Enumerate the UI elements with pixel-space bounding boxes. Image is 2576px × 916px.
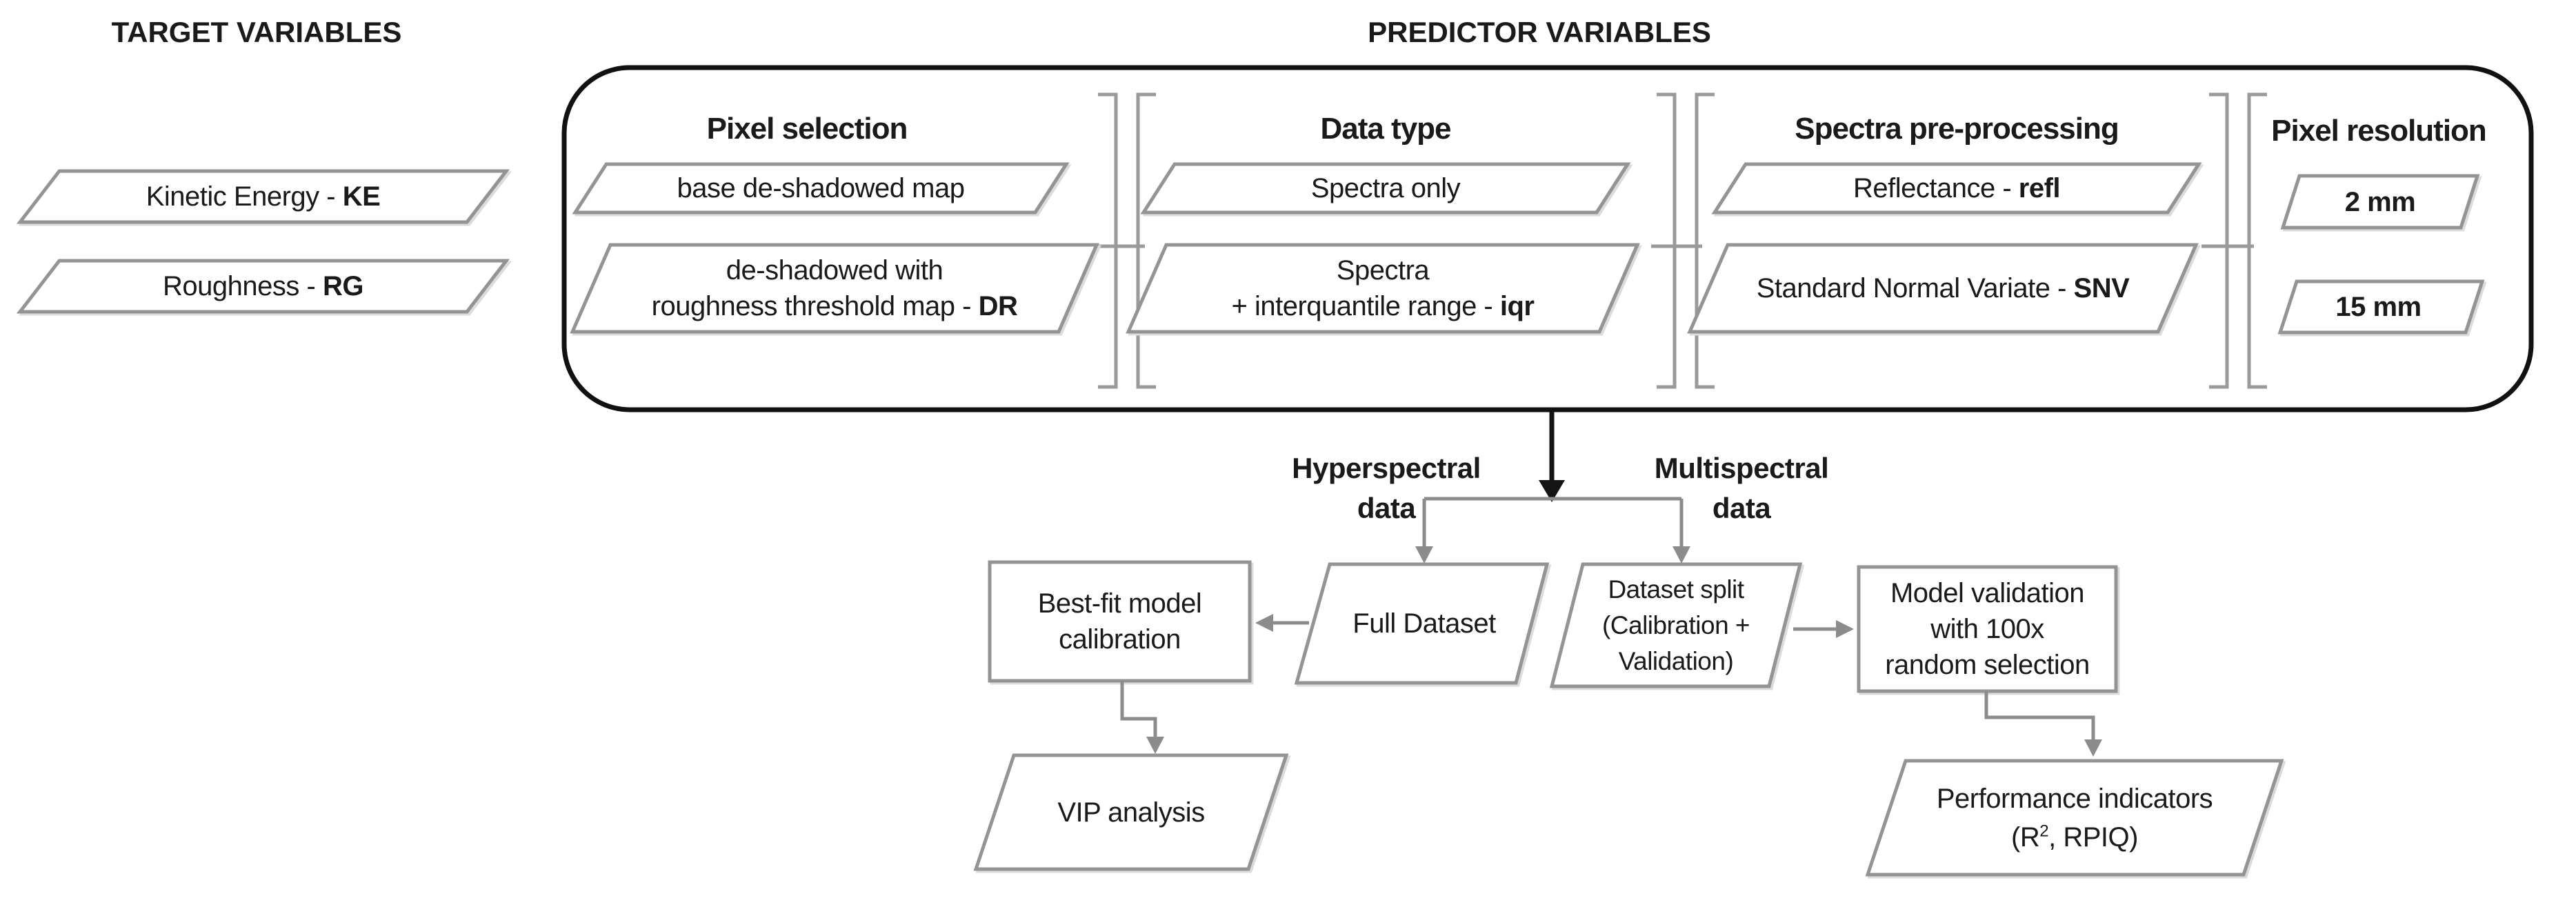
best-fit-model-label: Best-fit model calibration bbox=[1037, 588, 1202, 655]
bestfit-to-vip-elbow bbox=[1120, 681, 1157, 738]
full-dataset-node bbox=[1294, 562, 1550, 685]
bracket-open-preprocessing bbox=[1695, 92, 1715, 389]
performance-indicators-label: Performance indicators (R2, RPIQ) bbox=[1936, 783, 2213, 853]
split-to-validation-arrowhead bbox=[1836, 620, 1854, 638]
split-right-arrowhead bbox=[1673, 546, 1690, 564]
deshadowed-roughness-threshold-node bbox=[570, 243, 1099, 334]
spectra-preprocessing-heading: Spectra pre-processing bbox=[1795, 112, 2119, 146]
bracket-close-data-type bbox=[1657, 92, 1677, 389]
roughness-node bbox=[16, 259, 510, 314]
predictor-panel-outline bbox=[561, 65, 2534, 412]
snv-label: Standard Normal Variate - SNV bbox=[1756, 273, 2130, 303]
predictor-variables-header: PREDICTOR VARIABLES bbox=[1368, 16, 1711, 48]
validation-to-performance-arrowhead bbox=[2084, 739, 2102, 757]
snv-node bbox=[1687, 243, 2199, 334]
panel-output-arrowhead bbox=[1539, 480, 1565, 502]
full-dataset-label: Full Dataset bbox=[1352, 608, 1496, 639]
deshadowed-roughness-threshold-label: de-shadowed with roughness threshold map… bbox=[651, 255, 1018, 321]
data-type-heading: Data type bbox=[1320, 112, 1451, 146]
split-left-arrowhead bbox=[1415, 546, 1433, 564]
pixel-resolution-heading: Pixel resolution bbox=[2271, 114, 2487, 148]
target-variables-header: TARGET VARIABLES bbox=[111, 16, 402, 48]
spectra-only-node bbox=[1140, 162, 1631, 215]
vip-analysis-label: VIP analysis bbox=[1057, 797, 1205, 828]
multispectral-data-label: Multispectral data bbox=[1654, 451, 1829, 524]
spectra-only-label: Spectra only bbox=[1310, 173, 1461, 203]
split-connector bbox=[1422, 497, 1684, 548]
resolution-2mm-label: 2 mm bbox=[2344, 186, 2416, 217]
pixel-selection-heading: Pixel selection bbox=[706, 112, 908, 146]
model-validation-label: Model validation with 100x random select… bbox=[1885, 578, 2090, 680]
vip-analysis-node bbox=[973, 753, 1289, 871]
panel-output-arrow bbox=[1539, 412, 1565, 502]
full-dataset-to-bestfit-arrowhead bbox=[1255, 614, 1273, 632]
kinetic-energy-label: Kinetic Energy - KE bbox=[146, 181, 381, 212]
best-fit-model-node bbox=[988, 560, 1252, 683]
performance-indicators-node bbox=[1865, 759, 2284, 877]
kinetic-energy-node bbox=[16, 169, 510, 224]
reflectance-node bbox=[1711, 162, 2202, 215]
spectra-iqr-label: Spectra + interquantile range - iqr bbox=[1231, 255, 1535, 321]
spectra-iqr-node bbox=[1126, 243, 1640, 334]
bracket-open-data-type bbox=[1136, 92, 1156, 389]
resolution-2mm-node bbox=[2280, 174, 2480, 230]
roughness-label: Roughness - RG bbox=[163, 271, 363, 301]
bracket-close-pixel-selection bbox=[1098, 92, 1118, 389]
column-divider-brackets bbox=[1093, 92, 2267, 389]
bracket-open-pixel-resolution bbox=[2247, 92, 2267, 389]
bracket-close-preprocessing bbox=[2209, 92, 2229, 389]
dataset-split-node bbox=[1549, 562, 1803, 688]
base-deshadowed-map-label: base de-shadowed map bbox=[677, 173, 965, 203]
dataset-split-label: Dataset split (Calibration + Validation) bbox=[1601, 575, 1750, 675]
hyperspectral-data-label: Hyperspectral data bbox=[1292, 451, 1481, 524]
resolution-15mm-label: 15 mm bbox=[2335, 292, 2422, 322]
resolution-15mm-node bbox=[2277, 279, 2485, 335]
model-validation-node bbox=[1857, 565, 2118, 693]
reflectance-label: Reflectance - refl bbox=[1853, 173, 2061, 203]
validation-to-performance-elbow bbox=[1984, 691, 2095, 741]
base-deshadowed-map-node bbox=[572, 162, 1070, 215]
bestfit-to-vip-arrowhead bbox=[1146, 737, 1164, 754]
